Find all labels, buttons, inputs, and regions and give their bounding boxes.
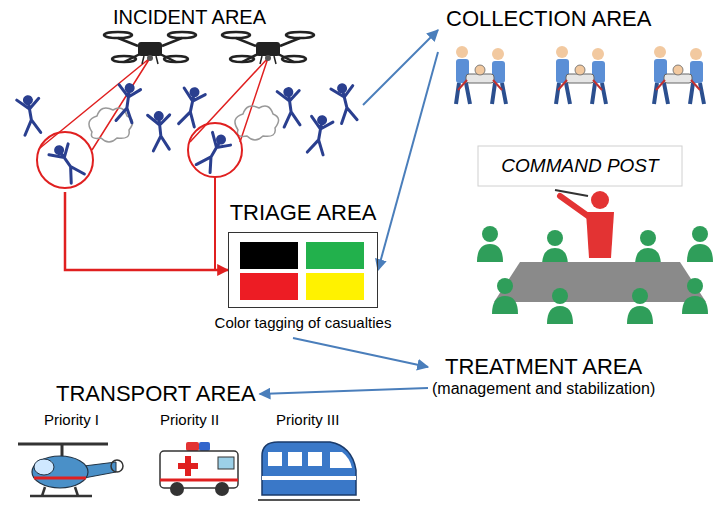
helicopter-icon (34, 477, 86, 480)
casualty-figures (277, 86, 304, 128)
command-post-scene (492, 278, 518, 314)
triage-color-tags (240, 242, 298, 269)
explosion-cloud (235, 106, 279, 140)
command-post-scene (586, 212, 614, 258)
explosion-cloud (89, 106, 279, 142)
detection-circle (37, 132, 93, 188)
triage-color-tags (306, 273, 364, 300)
ambulance-icon (185, 456, 191, 476)
command-post-scene (494, 262, 706, 302)
casualty-figures (16, 93, 44, 135)
explosion-cloud (89, 108, 133, 142)
area-title: TRANSPORT AREA (56, 380, 256, 408)
command-post-scene (478, 146, 682, 186)
ambulance-icon (186, 442, 199, 451)
priority-label: Priority I (44, 411, 99, 429)
triage-color-tags (306, 242, 364, 269)
ambulance-icon (199, 442, 210, 451)
rescuer-figures (456, 46, 506, 104)
treatment-area: TREATMENT AREA(management and stabilizat… (428, 355, 659, 399)
drone-icons (40, 58, 150, 150)
drone-icons (190, 58, 268, 142)
rescuer-figures (654, 46, 704, 104)
ambulance-icon (170, 482, 184, 496)
command-post-scene (682, 278, 708, 314)
rescuer-figures (556, 46, 606, 104)
detection-circle (37, 123, 242, 270)
triage-color-tags (240, 273, 298, 300)
helicopter-icon (34, 459, 54, 475)
command-post-scene (560, 196, 588, 216)
drone-icons (222, 32, 314, 64)
area-title: COLLECTION AREA (446, 6, 720, 32)
train-icon (258, 499, 360, 501)
flow-arrow (260, 388, 428, 394)
area-title: INCIDENT AREA (113, 4, 363, 30)
train-icon (288, 452, 302, 466)
command-post-scene (687, 226, 713, 262)
ambulance-icon (215, 482, 229, 496)
area-title: TRIAGE AREA (230, 200, 377, 226)
train-icon (262, 442, 356, 495)
casualty-figures (114, 82, 141, 124)
train-icon (308, 452, 322, 466)
ambulance-icon (160, 479, 238, 482)
incident-area: INCIDENT AREA (8, 2, 363, 192)
helicopter-icon (30, 487, 92, 496)
command-post-scene (627, 288, 653, 324)
flow-arrow (65, 192, 228, 270)
flow-arrow (378, 52, 438, 270)
casualty-figures (147, 110, 173, 151)
ambulance-icon (218, 457, 234, 469)
command-post-scene (477, 226, 503, 262)
rescuer-figures (456, 46, 704, 104)
area-note: Color tagging of casualties (215, 314, 392, 332)
casualty-figures (177, 85, 207, 128)
detection-circle (214, 177, 216, 270)
command-post-sign: COMMAND POST (478, 146, 682, 186)
command-post-scene (477, 146, 713, 324)
casualty-figures (194, 130, 233, 175)
triage-box: TRIAGE AREAColor tagging of casualties (228, 232, 378, 308)
casualty-figures (330, 81, 361, 124)
detection-circle (188, 123, 242, 177)
triage-color-tags (240, 242, 364, 300)
command-post-scene (635, 230, 661, 266)
casualty-figures (47, 140, 87, 185)
command-post-scene (591, 191, 609, 209)
ambulance-icon (160, 451, 238, 488)
ambulance-icon (160, 442, 238, 496)
collection-area: COLLECTION AREA (438, 4, 720, 116)
casualty-figures (305, 113, 333, 155)
helicopter-icon (32, 456, 88, 488)
drone-icons (104, 32, 196, 64)
helicopter-icon (111, 460, 123, 472)
train-icon (258, 442, 360, 500)
drone-icons (40, 32, 314, 150)
train-icon (330, 452, 352, 468)
transport-area: TRANSPORT AREA (52, 380, 260, 408)
command-post-scene (542, 230, 568, 266)
area-title: COMMAND POST (478, 146, 682, 186)
area-note: (management and stabilization) (432, 379, 655, 399)
helicopter-icon (18, 444, 123, 496)
train-icon (262, 476, 356, 480)
priority-label: Priority II (160, 411, 219, 429)
train-icon (268, 452, 282, 466)
command-post-scene (547, 288, 573, 324)
flow-arrow (293, 338, 428, 367)
area-title: TREATMENT AREA (432, 355, 655, 379)
priority-label: Priority III (276, 411, 339, 429)
